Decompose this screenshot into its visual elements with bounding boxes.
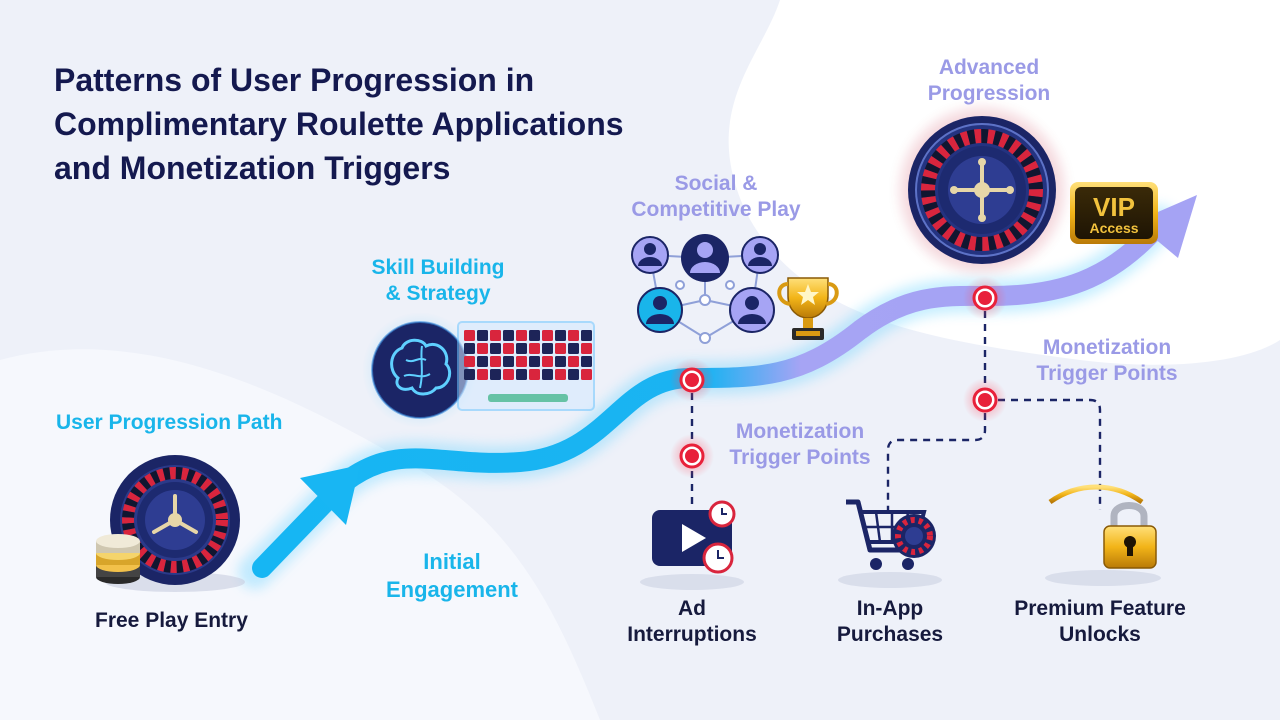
advanced-progression-label: Advanced Progression <box>927 56 1051 105</box>
board-cell <box>477 330 488 341</box>
board-cell <box>568 369 579 380</box>
trophy-icon <box>777 277 839 340</box>
ad-interruptions-label: Ad Interruptions <box>627 597 757 646</box>
board-cell <box>529 330 540 341</box>
title-line-1: Patterns of User Progression in <box>54 62 535 98</box>
board-cell <box>503 330 514 341</box>
roulette-wheel-icon <box>105 455 245 592</box>
social-network-icon <box>631 234 779 344</box>
board-cell <box>555 356 566 367</box>
in-app-purchases-label: In-App Purchases <box>836 597 944 646</box>
board-cell <box>542 330 553 341</box>
board-cell <box>516 356 527 367</box>
board-cell <box>490 343 501 354</box>
monetization-trigger-label-right: Monetization Trigger Points <box>1036 336 1178 385</box>
board-cell <box>581 343 592 354</box>
board-cell <box>568 330 579 341</box>
trigger-dots <box>670 276 1007 478</box>
board-cell <box>555 330 566 341</box>
board-cell <box>477 356 488 367</box>
board-cell <box>542 369 553 380</box>
board-cell <box>555 343 566 354</box>
board-cell <box>477 369 488 380</box>
entry-arrowhead <box>300 465 360 525</box>
board-cell <box>542 356 553 367</box>
board-cell <box>490 356 501 367</box>
title-line-3: and Monetization Triggers <box>54 150 451 186</box>
casino-chips-icon <box>96 534 140 584</box>
board-cell <box>516 330 527 341</box>
board-cell <box>503 343 514 354</box>
user-progression-path-label: User Progression Path <box>56 411 283 434</box>
board-cell <box>490 369 501 380</box>
board-cell <box>464 356 475 367</box>
brain-icon <box>362 312 478 428</box>
page-title: Patterns of User Progression in Complime… <box>54 58 624 190</box>
skill-building-label: Skill Building & Strategy <box>371 256 505 305</box>
title-line-2: Complimentary Roulette Applications <box>54 106 624 142</box>
board-cell <box>568 343 579 354</box>
board-cell <box>503 356 514 367</box>
video-ad-icon <box>640 500 744 590</box>
board-cell <box>529 356 540 367</box>
board-cell <box>464 369 475 380</box>
board-cell <box>542 343 553 354</box>
board-cell <box>581 356 592 367</box>
monetization-trigger-label-left: Monetization Trigger Points <box>729 420 871 469</box>
roulette-wheel-icon-advanced <box>900 108 1064 272</box>
board-cell <box>464 330 475 341</box>
vip-access-label: Access <box>1089 220 1138 236</box>
board-cell <box>581 369 592 380</box>
vip-label: VIP <box>1093 192 1135 222</box>
progression-path <box>238 195 1197 589</box>
board-cell <box>516 343 527 354</box>
board-cell <box>529 369 540 380</box>
initial-engagement-label: Initial Engagement <box>385 549 519 602</box>
end-arrowhead <box>1135 195 1197 258</box>
social-play-label: Social & Competitive Play <box>631 172 801 221</box>
board-cell <box>490 330 501 341</box>
padlock-gate-icon <box>1045 484 1161 586</box>
board-cell <box>464 343 475 354</box>
board-cell <box>581 330 592 341</box>
board-cell <box>503 369 514 380</box>
board-cell <box>516 369 527 380</box>
board-cell <box>529 343 540 354</box>
premium-feature-unlocks-label: Premium Feature Unlocks <box>1014 597 1186 646</box>
free-play-entry-label: Free Play Entry <box>95 609 248 632</box>
shopping-cart-icon <box>838 499 942 588</box>
board-cell <box>568 356 579 367</box>
roulette-table-icon <box>457 321 595 411</box>
vip-access-badge: VIP Access <box>1070 182 1158 244</box>
board-cell <box>555 369 566 380</box>
board-cell <box>477 343 488 354</box>
